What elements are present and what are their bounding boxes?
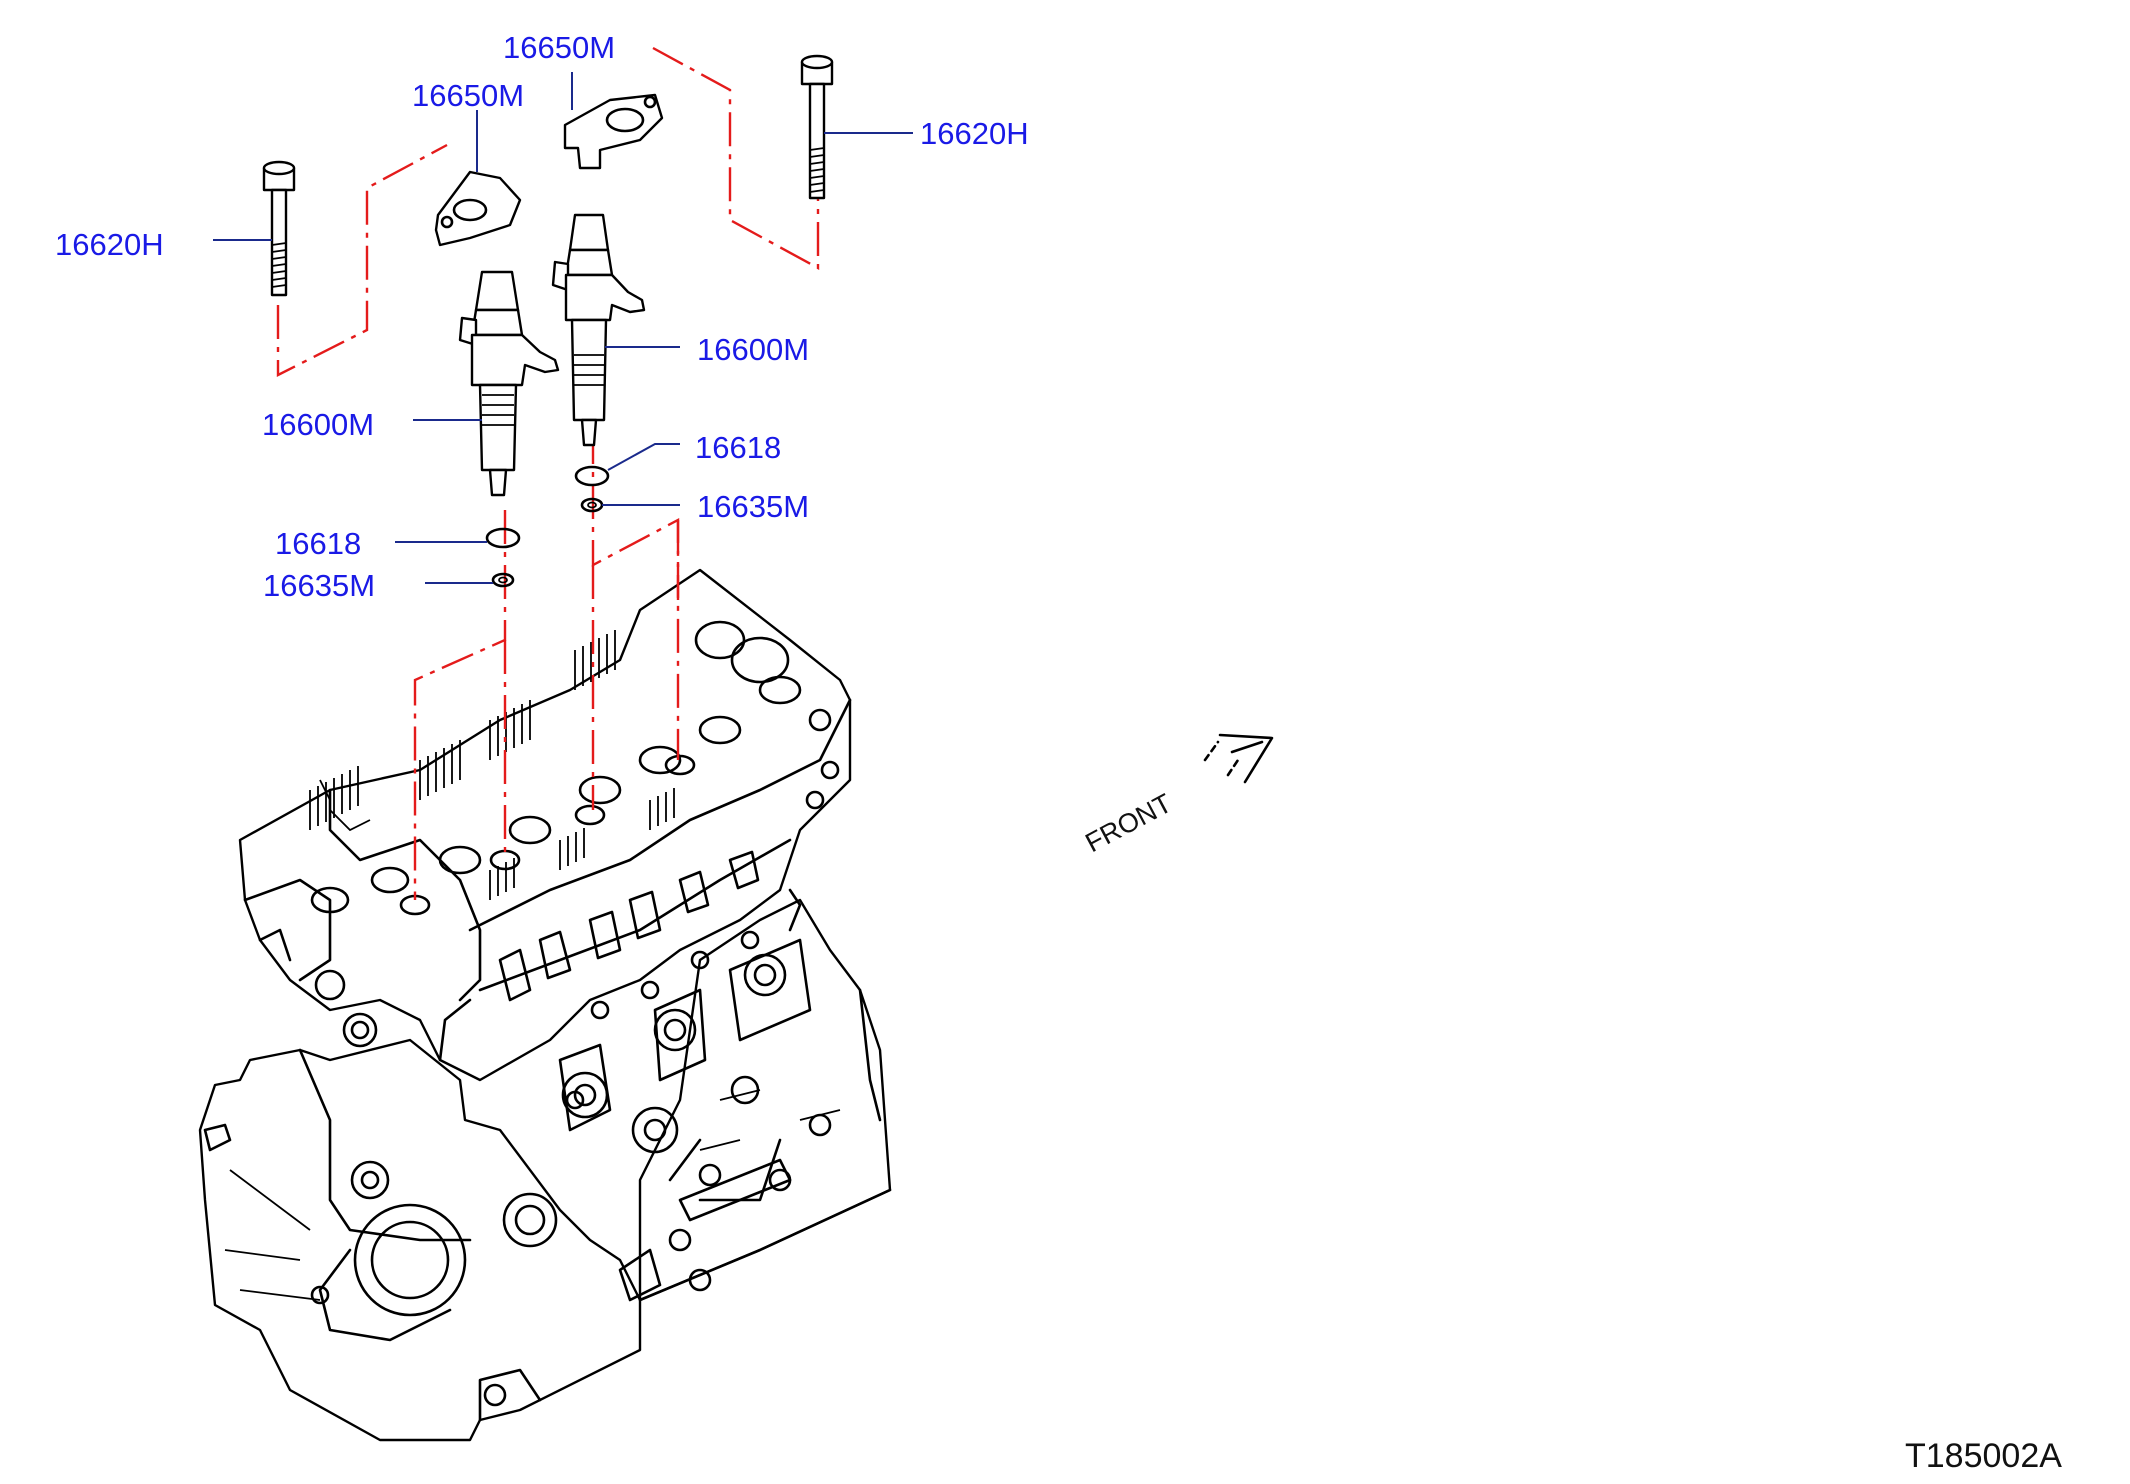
injector-left <box>458 270 560 497</box>
engine-block <box>198 888 892 1442</box>
bolt-left <box>262 160 296 297</box>
callout-washer-right[interactable]: 16635M <box>697 489 810 524</box>
callout-injector-left[interactable]: 16600M <box>262 407 375 442</box>
front-arrow-icon <box>1203 733 1274 784</box>
leader-lines <box>213 72 913 584</box>
callout-clamp-left[interactable]: 16650M <box>412 78 525 113</box>
callout-bolt-left[interactable]: 16620H <box>55 227 164 262</box>
callout-oring-right[interactable]: 16618 <box>695 430 782 465</box>
callout-oring-left[interactable]: 16618 <box>275 526 362 561</box>
bolt-right <box>800 54 834 200</box>
clamp-left <box>434 170 522 247</box>
oring-right <box>574 465 610 487</box>
clamp-right <box>563 93 664 170</box>
head-ribs <box>309 630 675 900</box>
diagram-code: T185002A <box>1905 1437 2062 1475</box>
callout-clamp-right[interactable]: 16650M <box>503 30 616 65</box>
callout-bolt-right[interactable]: 16620H <box>920 116 1029 151</box>
callout-injector-right[interactable]: 16600M <box>697 332 810 367</box>
washer-right-hole <box>587 501 597 509</box>
washer-left <box>491 572 515 588</box>
cylinder-head <box>238 568 852 1082</box>
oring-left <box>485 527 521 549</box>
injector-right <box>551 213 646 447</box>
callout-washer-left[interactable]: 16635M <box>263 568 376 603</box>
washer-left-hole <box>498 576 508 584</box>
